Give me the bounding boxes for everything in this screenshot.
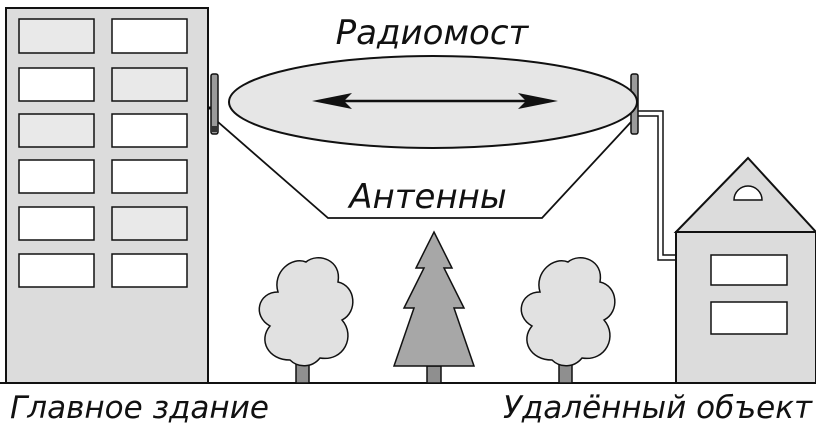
building-window xyxy=(111,18,188,54)
tree-crown xyxy=(258,257,354,367)
house-window xyxy=(710,254,788,286)
house-window xyxy=(710,301,788,335)
building-window xyxy=(18,253,95,288)
right-antenna-mast xyxy=(638,110,676,261)
left-antenna-panel xyxy=(210,73,219,135)
main-building-label: Главное здание xyxy=(10,390,269,426)
main-building-body xyxy=(5,7,209,384)
remote-site-label: Удалённый объект xyxy=(503,390,813,426)
building-window xyxy=(18,159,95,194)
antennas-label: Антенны xyxy=(347,177,507,217)
attic-window xyxy=(733,185,763,201)
remote-house xyxy=(673,156,816,384)
deciduous-tree-right xyxy=(520,257,616,384)
radio-bridge-label: Радиомост xyxy=(336,13,530,53)
deciduous-tree-left xyxy=(258,257,354,384)
building-window xyxy=(18,18,95,54)
building-window xyxy=(111,67,188,102)
main-building xyxy=(5,7,209,384)
building-window xyxy=(111,206,188,241)
conifer-crown xyxy=(392,230,476,367)
double-arrow-icon xyxy=(312,93,558,109)
building-window xyxy=(111,113,188,148)
antenna-callout-lines xyxy=(217,121,632,219)
building-window xyxy=(111,253,188,288)
tree-crown xyxy=(520,257,616,367)
building-window xyxy=(111,159,188,194)
left-antenna xyxy=(208,73,219,135)
building-window xyxy=(18,67,95,102)
conifer-tree xyxy=(392,230,476,384)
building-window xyxy=(18,113,95,148)
building-window xyxy=(18,206,95,241)
tree-trunk xyxy=(426,365,442,384)
